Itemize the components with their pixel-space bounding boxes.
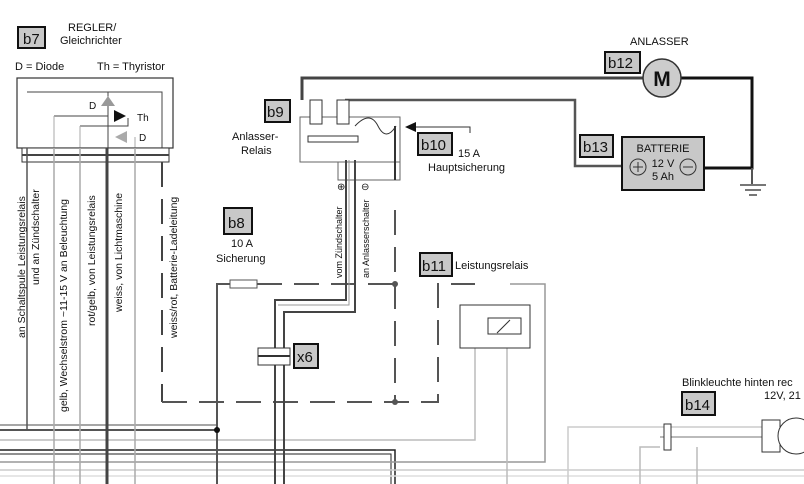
tag-b9 xyxy=(264,99,291,123)
wire-label: weiss/rot, Batterie-Ladeleitung xyxy=(168,197,180,339)
wire-label: rot/gelb, von Leistungsrelais xyxy=(86,195,98,326)
tag-b14 xyxy=(681,391,716,416)
turn-signal-label: Blinkleuchte hinten rec xyxy=(682,377,793,389)
legend-diode: D = Diode xyxy=(15,61,64,73)
tag-x6 xyxy=(293,343,319,369)
tag-b7-label: b7 xyxy=(23,31,40,48)
regulator-title: REGLER/ xyxy=(68,22,117,34)
fuse-10a xyxy=(229,279,258,289)
fuse-label: Sicherung xyxy=(216,253,266,265)
battery-capacity: 5 Ah xyxy=(652,171,674,183)
wire-label: an Schaltspule Leistungsrelais xyxy=(16,196,28,338)
label-th: Th xyxy=(137,113,149,124)
starter-relay-label: Anlasser- xyxy=(232,131,279,143)
tag-b8 xyxy=(223,207,253,235)
label-d: D xyxy=(139,133,146,144)
fuse-value: 10 A xyxy=(231,238,254,250)
battery-label: BATTERIE xyxy=(637,143,690,155)
regulator-subtitle: Gleichrichter xyxy=(60,35,122,47)
tag-b12-label: b12 xyxy=(608,55,633,72)
plus-terminal: ⊕ xyxy=(337,182,345,193)
tag-x6-label: x6 xyxy=(297,349,313,366)
tag-b9-label: b9 xyxy=(267,104,284,121)
diode-icon xyxy=(101,96,115,106)
wire-label: an Anlasserschalter xyxy=(361,199,371,278)
tag-b12 xyxy=(604,51,641,74)
battery-plus-icon xyxy=(629,158,647,176)
turn-signal-spec: 12V, 21 xyxy=(764,390,801,402)
thyristor-icon xyxy=(114,110,126,122)
harness-wires xyxy=(0,283,804,484)
wire-label: gelb, Wechselstrom ~11-15 V an Beleuchtu… xyxy=(58,199,70,412)
wire-label: und an Zündschalter xyxy=(30,189,42,285)
battery-minus-icon xyxy=(679,158,697,176)
legend-thyristor: Th = Thyristor xyxy=(97,61,165,73)
bulb-icon xyxy=(777,417,804,455)
wire-label: vom Zündschalter xyxy=(334,206,344,278)
tag-b14-label: b14 xyxy=(685,397,710,414)
connector-b14 xyxy=(663,423,672,451)
starter-label: ANLASSER xyxy=(630,36,689,48)
power-relay-label: Leistungsrelais xyxy=(455,260,529,272)
tag-b7 xyxy=(17,26,46,49)
main-fuse-label: Hauptsicherung xyxy=(428,162,505,174)
battery-voltage: 12 V xyxy=(652,158,675,170)
ground-icon xyxy=(740,184,766,196)
starter-relay-label: Relais xyxy=(241,145,272,157)
label-d: D xyxy=(89,101,96,112)
tag-b11-label: b11 xyxy=(422,258,446,275)
diode-icon xyxy=(115,131,127,143)
regulator-box xyxy=(16,77,174,149)
wire-label: weiss, von Lichtmaschine xyxy=(113,193,125,313)
tag-b8-label: b8 xyxy=(228,215,245,232)
battery xyxy=(621,136,705,191)
minus-terminal: ⊖ xyxy=(361,182,369,193)
main-fuse-value: 15 A xyxy=(458,148,481,160)
motor-label: M xyxy=(653,68,671,91)
arrow-icon xyxy=(405,122,416,132)
dashed-boundary xyxy=(162,210,475,403)
tag-b13 xyxy=(579,134,614,158)
tag-b10 xyxy=(417,132,453,156)
tag-b10-label: b10 xyxy=(421,137,446,154)
starter-motor-icon xyxy=(642,58,682,98)
tag-b13-label: b13 xyxy=(583,139,608,156)
tag-b11 xyxy=(419,252,453,277)
